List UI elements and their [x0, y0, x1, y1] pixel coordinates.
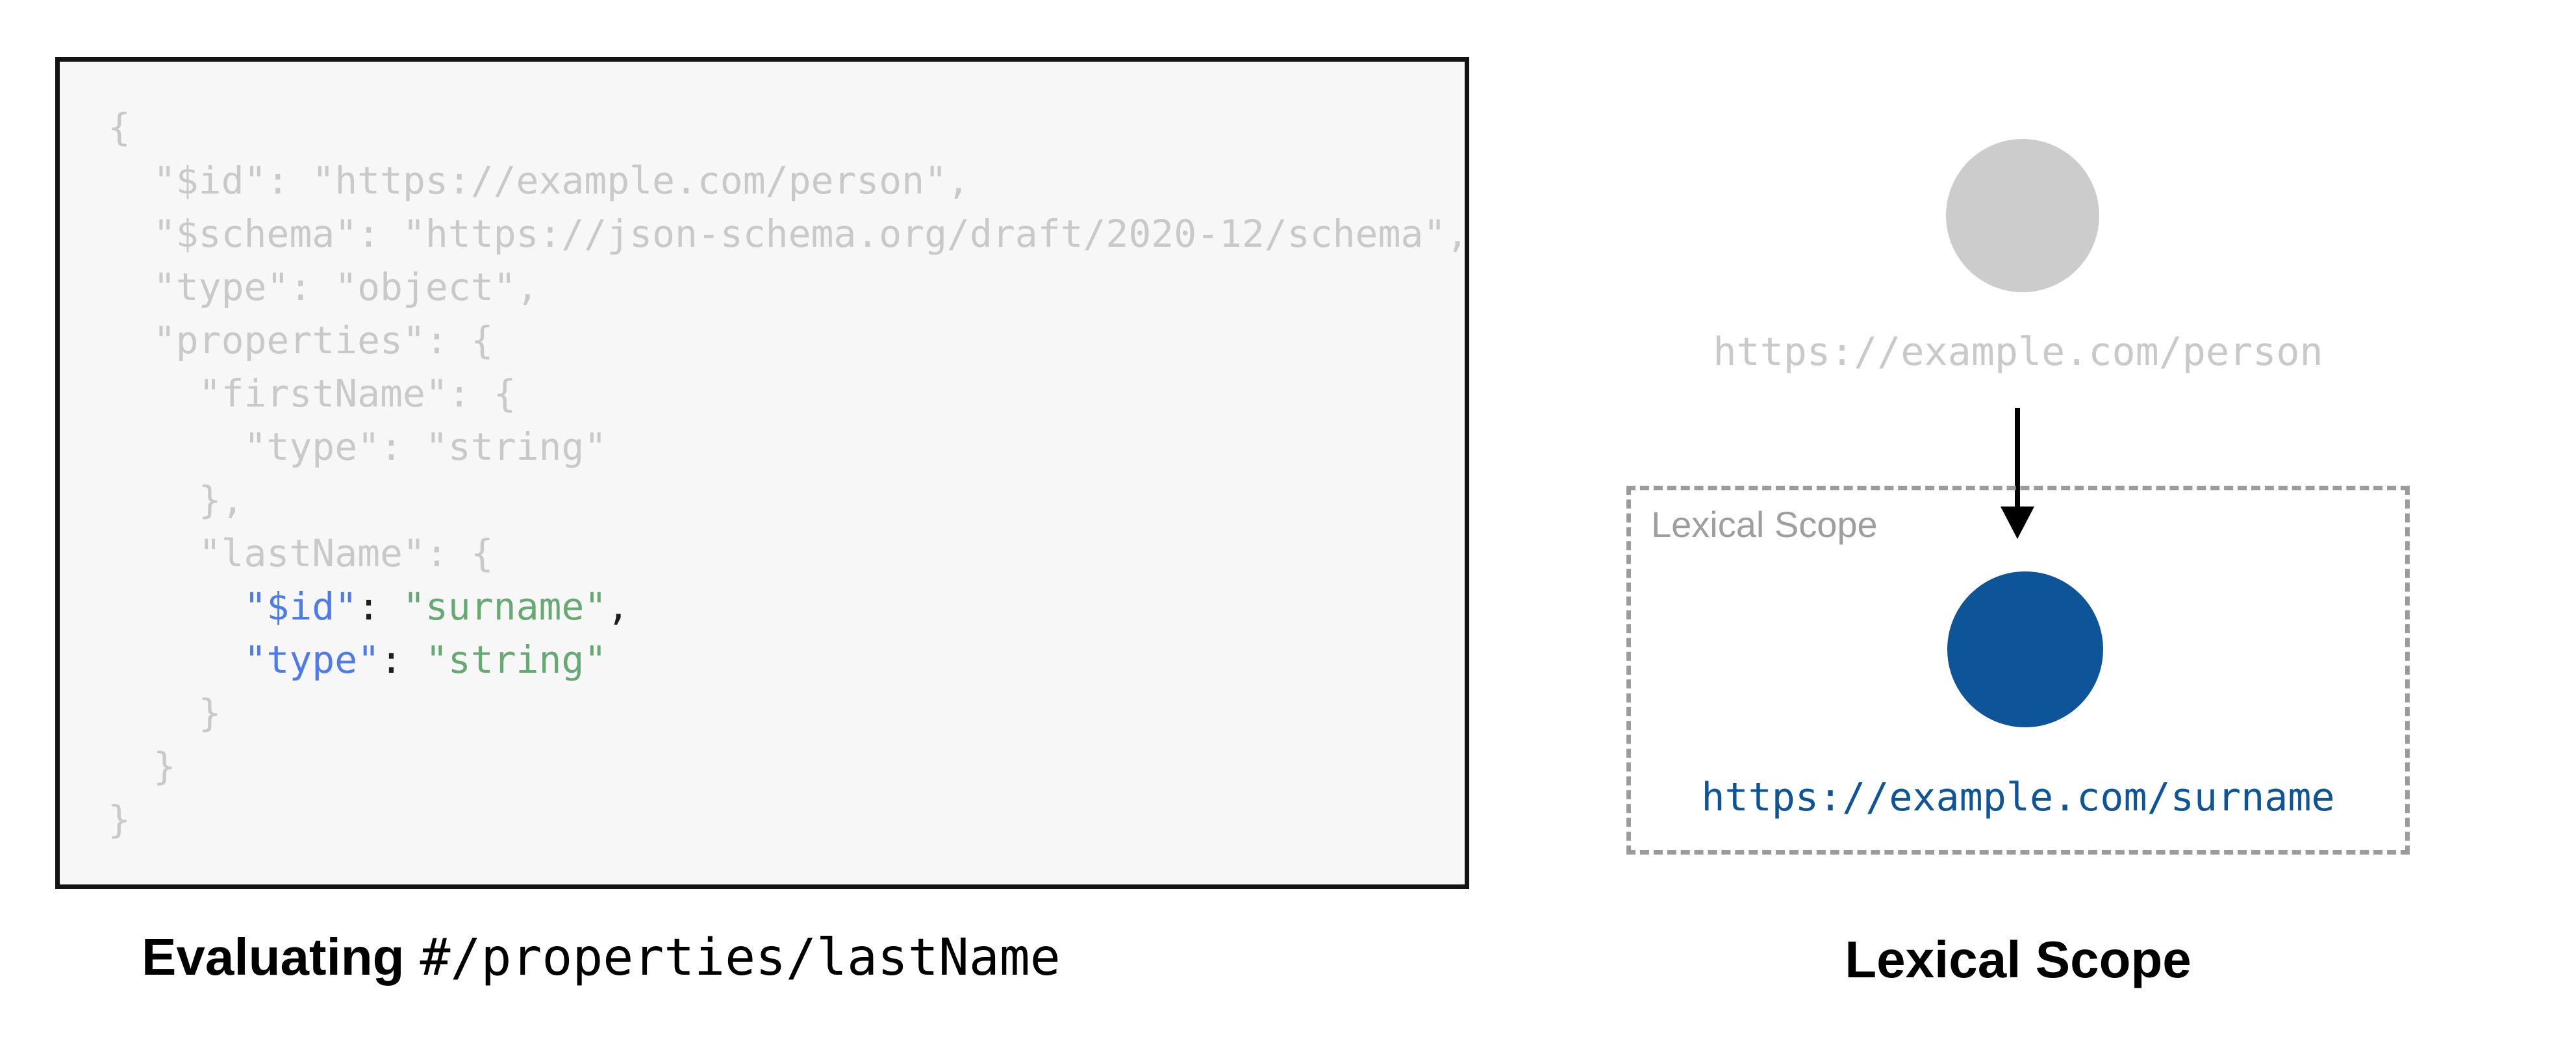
- down-arrow-icon: [2001, 408, 2034, 539]
- code-line: "lastName": {: [108, 531, 494, 575]
- schema-code-panel: { "$id": "https://example.com/person", "…: [55, 57, 1469, 889]
- left-caption-pointer: #/properties/lastName: [420, 929, 1061, 987]
- code-line: "type": "string": [244, 638, 607, 682]
- code-line: "properties": {: [108, 318, 494, 362]
- child-schema-circle: [1947, 571, 2103, 727]
- code-line: },: [108, 478, 244, 522]
- code-line: }: [108, 744, 176, 788]
- code-block: { "$id": "https://example.com/person", "…: [108, 101, 1469, 846]
- lexical-scope-box: [1626, 486, 2410, 855]
- code-line: "type": "object",: [108, 265, 539, 309]
- code-line: "$schema": "https://json-schema.org/draf…: [108, 212, 1469, 256]
- right-caption: Lexical Scope: [1845, 931, 2191, 988]
- code-line: }: [108, 797, 131, 842]
- left-caption-evaluating: Evaluating: [142, 928, 405, 986]
- code-line: "firstName": {: [108, 371, 516, 416]
- code-line: }: [108, 691, 221, 735]
- left-caption: Evaluating #/properties/lastName: [142, 927, 1061, 988]
- lexical-scope-box-label: Lexical Scope: [1651, 504, 1878, 545]
- parent-schema-circle: [1946, 139, 2099, 292]
- code-line: "$id": "surname",: [244, 584, 630, 629]
- child-schema-uri-label: https://example.com/surname: [1701, 775, 2335, 820]
- code-line: "$id": "https://example.com/person",: [108, 158, 970, 203]
- code-line: {: [108, 105, 131, 149]
- parent-schema-uri-label: https://example.com/person: [1713, 329, 2323, 375]
- code-line: "type": "string": [108, 425, 607, 469]
